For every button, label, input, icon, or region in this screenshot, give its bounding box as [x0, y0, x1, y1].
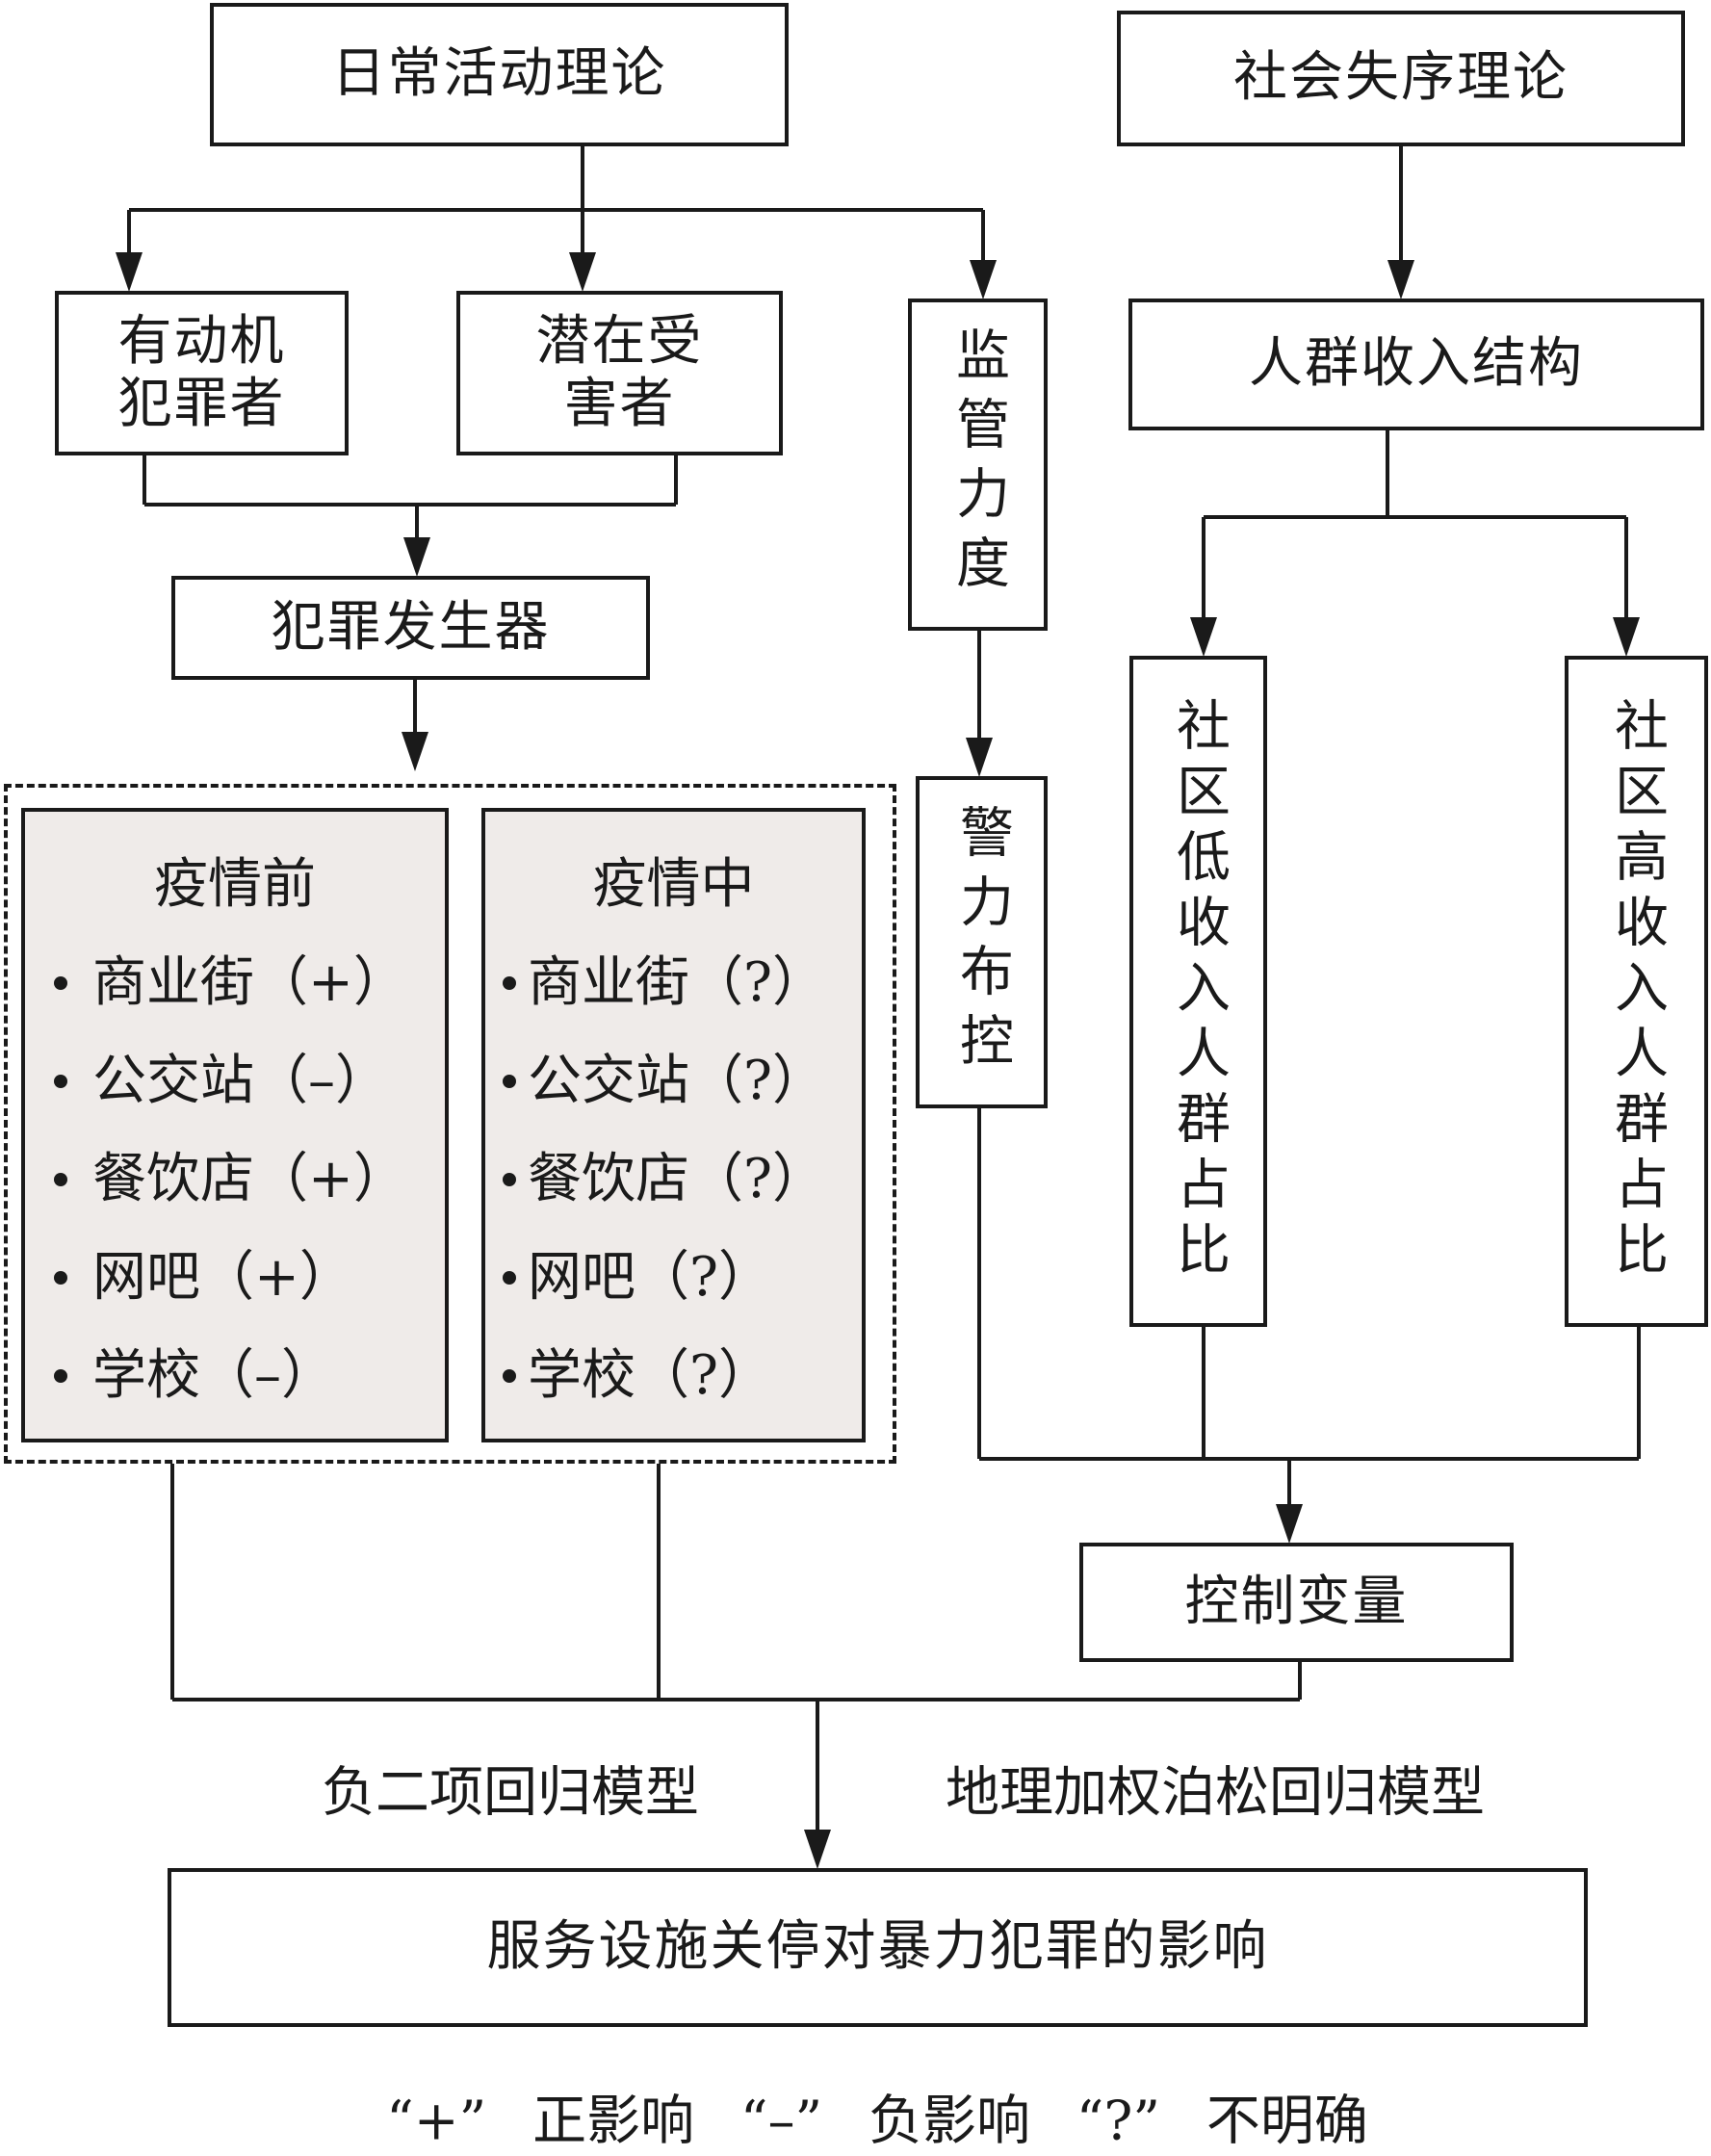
list-item: 公交站（–） [54, 1032, 445, 1130]
list-item: 学校（?） [503, 1327, 862, 1425]
pre-pandemic-list: 商业街（+） 公交站（–） 餐饮店（+） 网吧（+） 学校（–） [25, 934, 445, 1425]
income-structure-box: 人群收入结构 [1128, 299, 1704, 430]
effect-sign: （+） [254, 1148, 407, 1210]
facility-name: 餐饮店 [528, 1148, 689, 1210]
facility-name: 学校 [528, 1344, 635, 1407]
effect-sign: （+） [200, 1246, 353, 1309]
control-variables-label: 控制变量 [1184, 1570, 1409, 1633]
arrowhead [403, 537, 430, 577]
arrowhead [402, 732, 428, 771]
bullet-icon [503, 1271, 516, 1285]
bullet-icon [54, 976, 67, 990]
crime-generator-label: 犯罪发生器 [271, 595, 551, 659]
during-pandemic-list: 商业街（?） 公交站（?） 餐饮店（?） 网吧（?） 学校（?） [485, 934, 862, 1425]
outcome-box: 服务设施关停对暴力犯罪的影响 [168, 1868, 1588, 2027]
routine-activity-theory-box: 日常活动理论 [210, 3, 789, 146]
facility-name: 网吧 [528, 1246, 635, 1309]
arrowhead [1387, 260, 1414, 299]
income-structure-label: 人群收入结构 [1249, 332, 1584, 396]
motivated-offender-label: 有动机犯罪者 [117, 310, 286, 435]
facility-name: 公交站 [92, 1050, 254, 1112]
guardianship-label: 监管力度 [946, 325, 1010, 604]
police-deployment-box: 警力布控 [916, 776, 1048, 1108]
list-item: 餐饮店（?） [503, 1130, 862, 1229]
list-item: 网吧（+） [54, 1229, 445, 1327]
social-disorganization-theory-box: 社会失序理论 [1117, 11, 1685, 146]
facility-name: 商业街 [528, 951, 689, 1014]
arrowhead [804, 1830, 831, 1869]
crime-generator-box: 犯罪发生器 [171, 576, 650, 680]
bullet-icon [54, 1369, 67, 1383]
control-variables-box: 控制变量 [1079, 1543, 1514, 1662]
low-income-share-box: 社区低收入人群占比 [1129, 656, 1267, 1327]
motivated-offender-box: 有动机犯罪者 [55, 291, 349, 455]
facility-name: 学校 [92, 1344, 200, 1407]
bullet-icon [54, 1075, 67, 1088]
facility-name: 商业街 [92, 951, 254, 1014]
guardianship-box: 监管力度 [908, 299, 1048, 631]
effect-sign: （–） [254, 1050, 389, 1112]
arrowhead [1190, 617, 1217, 657]
police-deployment-label: 警力布控 [950, 803, 1014, 1081]
list-item: 公交站（?） [503, 1032, 862, 1130]
effect-sign: （+） [254, 951, 407, 1014]
negative-binomial-model-label: 负二项回归模型 [322, 1761, 699, 1825]
facility-group-dashed-box [4, 784, 896, 1464]
potential-victim-box: 潜在受害者 [456, 291, 783, 455]
gwpr-model-label: 地理加权泊松回归模型 [946, 1761, 1485, 1825]
list-item: 商业街（?） [503, 934, 862, 1032]
bullet-icon [503, 1173, 516, 1186]
arrowhead [1276, 1504, 1303, 1544]
arrowhead [970, 260, 997, 299]
facility-name: 网吧 [92, 1246, 200, 1309]
list-item: 餐饮店（+） [54, 1130, 445, 1229]
list-item: 学校（–） [54, 1327, 445, 1425]
list-item: 网吧（?） [503, 1229, 862, 1327]
effect-sign: （?） [689, 1148, 827, 1210]
facility-name: 餐饮店 [92, 1148, 254, 1210]
high-income-share-box: 社区高收入人群占比 [1565, 656, 1708, 1327]
bullet-icon [503, 1075, 516, 1088]
bullet-icon [54, 1271, 67, 1285]
routine-activity-theory-label: 日常活动理论 [331, 42, 667, 106]
during-pandemic-panel: 疫情中 商业街（?） 公交站（?） 餐饮店（?） 网吧（?） 学校（?） [481, 808, 866, 1442]
legend: “+” 正影响 “–” 负影响 “?” 不明确 [386, 2090, 1368, 2153]
social-disorganization-theory-label: 社会失序理论 [1233, 46, 1568, 110]
pre-pandemic-title: 疫情前 [154, 853, 316, 916]
effect-sign: （?） [635, 1246, 773, 1309]
effect-sign: （?） [635, 1344, 773, 1407]
pre-pandemic-panel: 疫情前 商业街（+） 公交站（–） 餐饮店（+） 网吧（+） 学校（–） [21, 808, 449, 1442]
bullet-icon [503, 976, 516, 990]
potential-victim-label: 潜在受害者 [535, 310, 704, 435]
effect-sign: （?） [689, 951, 827, 1014]
effect-sign: （?） [689, 1050, 827, 1112]
high-income-share-label: 社区高收入人群占比 [1605, 696, 1669, 1286]
during-pandemic-title: 疫情中 [592, 853, 755, 916]
list-item: 商业街（+） [54, 934, 445, 1032]
arrowhead [116, 252, 143, 292]
arrowhead [1613, 617, 1640, 657]
facility-name: 公交站 [528, 1050, 689, 1112]
effect-sign: （–） [200, 1344, 335, 1407]
arrowhead [966, 738, 993, 777]
arrowhead [569, 252, 596, 292]
bullet-icon [503, 1369, 516, 1383]
low-income-share-label: 社区低收入人群占比 [1167, 696, 1231, 1286]
outcome-label: 服务设施关停对暴力犯罪的影响 [486, 1915, 1269, 1979]
bullet-icon [54, 1173, 67, 1186]
